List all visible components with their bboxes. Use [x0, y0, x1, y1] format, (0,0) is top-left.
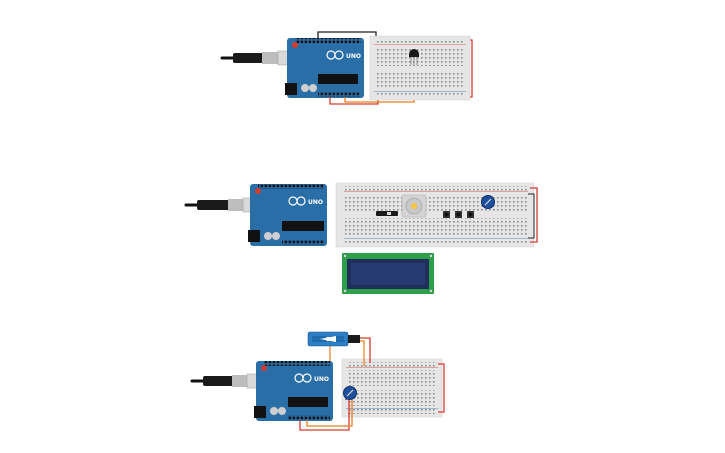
- uno-label: UNO: [308, 199, 323, 206]
- potentiometer-icon[interactable]: [343, 386, 357, 400]
- circuit-3[interactable]: UNO: [190, 331, 445, 431]
- circuit-2[interactable]: UNO: [184, 182, 538, 294]
- breadboard[interactable]: [341, 358, 443, 418]
- wires: [528, 187, 538, 243]
- button-icon[interactable]: [467, 211, 474, 218]
- usb-cable[interactable]: [184, 197, 256, 213]
- fan-motor-icon[interactable]: [401, 194, 427, 218]
- sensor-icon[interactable]: [409, 49, 419, 65]
- button-icon[interactable]: [455, 211, 462, 218]
- button-icon[interactable]: [443, 211, 450, 218]
- usb-cable[interactable]: [220, 50, 291, 66]
- servo-motor[interactable]: [307, 331, 360, 347]
- buzzer-icon[interactable]: [376, 211, 398, 216]
- arduino-uno[interactable]: UNO: [248, 184, 327, 246]
- breadboard[interactable]: [335, 182, 535, 248]
- arduino-uno[interactable]: UNO: [285, 38, 364, 98]
- usb-cable[interactable]: [190, 373, 260, 389]
- breadboard[interactable]: [369, 35, 471, 101]
- uno-label: UNO: [346, 53, 361, 60]
- arduino-uno[interactable]: UNO: [254, 361, 333, 421]
- uno-label: UNO: [314, 376, 329, 383]
- circuit-1[interactable]: UNO: [220, 31, 473, 105]
- potentiometer-icon[interactable]: [481, 195, 495, 209]
- lcd-display[interactable]: [342, 253, 434, 294]
